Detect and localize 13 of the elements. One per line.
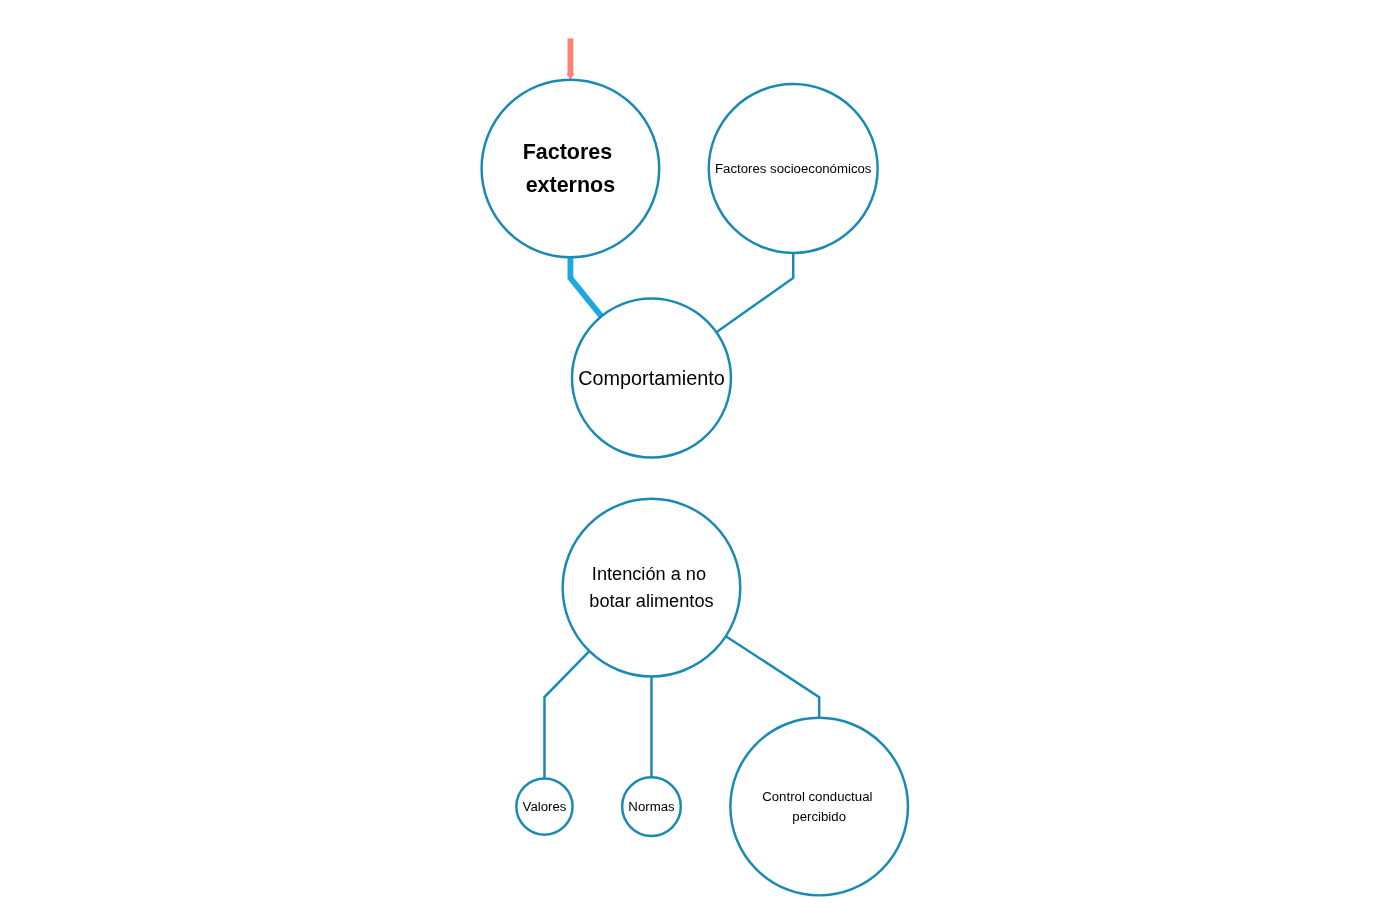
connector (715, 252, 795, 334)
connector (724, 635, 821, 718)
node-circle: Normas (620, 776, 682, 838)
node-circle: Intención a no botar alimentos (561, 497, 742, 678)
node-circle: Control conductual percibido (728, 716, 909, 897)
connector (649, 676, 653, 778)
node-circle: Comportamiento (570, 297, 732, 459)
node-circle: Factores externos (480, 78, 661, 259)
node-circle: Valores (514, 777, 574, 836)
connector (567, 257, 604, 319)
connector (542, 650, 590, 779)
arrow (566, 38, 574, 80)
node-circle: Factores socioeconómicos (707, 82, 879, 255)
